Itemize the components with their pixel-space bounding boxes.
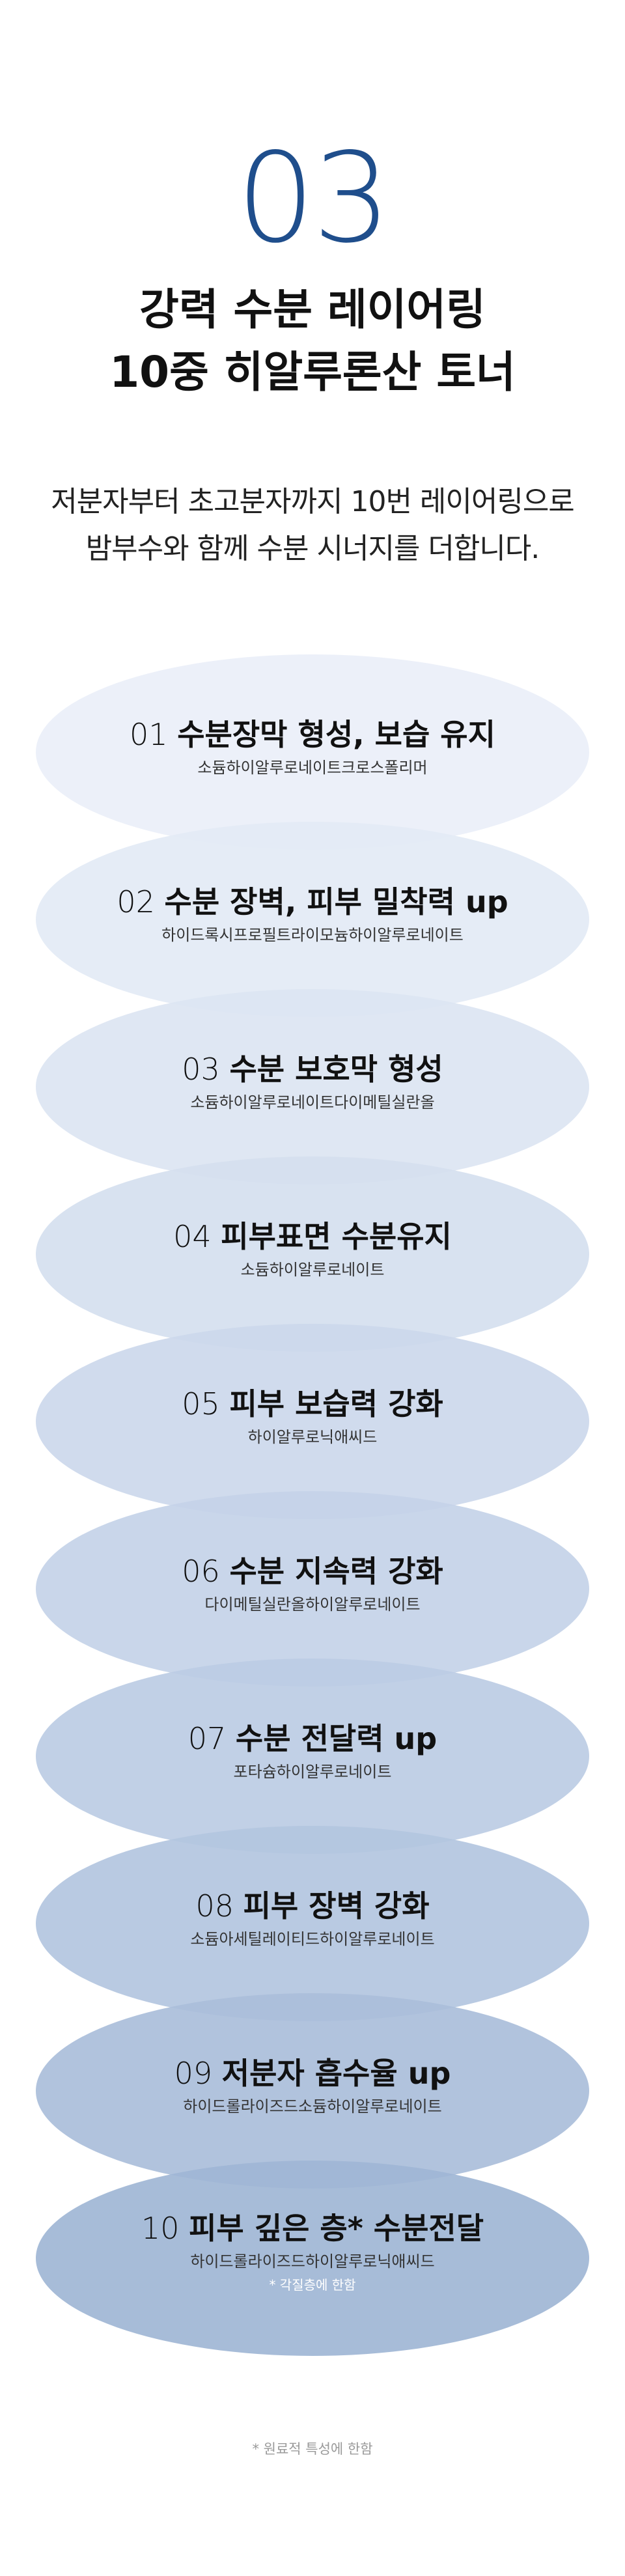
layer-number: 06 bbox=[182, 1554, 220, 1589]
layer-title: 05 피부 보습력 강화 bbox=[0, 1386, 625, 1422]
layer-title: 08 피부 장벽 강화 bbox=[0, 1888, 625, 1924]
headline: 강력 수분 레이어링 10중 히알루론산 토너 bbox=[0, 279, 625, 404]
layer-name: 저분자 흡수율 up bbox=[221, 2056, 451, 2091]
layer-ingredient: 포타슘하이알루로네이트 bbox=[233, 1763, 392, 1781]
layer-number: 04 bbox=[173, 1219, 212, 1254]
layer-number: 09 bbox=[174, 2056, 213, 2091]
layer-name: 수분 지속력 강화 bbox=[229, 1554, 443, 1589]
layer-ellipse-05 bbox=[36, 1324, 589, 1519]
section-number: 03 bbox=[236, 126, 391, 270]
layer-ingredient: 하이알루로닉애씨드 bbox=[247, 1428, 378, 1446]
description-line-1: 저분자부터 초고분자까지 10번 레이어링으로 bbox=[51, 485, 575, 518]
layer-name: 피부 장벽 강화 bbox=[243, 1888, 430, 1924]
layer-name: 수분 전달력 up bbox=[235, 1721, 438, 1756]
layer-number: 08 bbox=[195, 1888, 234, 1924]
layer-title: 09 저분자 흡수율 up bbox=[0, 2055, 625, 2092]
layer-title: 01 수분장막 형성, 보습 유지 bbox=[0, 716, 625, 753]
layer-ingredient: 다이메틸실란올하이알루로네이트 bbox=[204, 1595, 421, 1614]
layer-ingredient: 소듐하이알루로네이트다이메틸실란올 bbox=[190, 1093, 435, 1112]
layer-name: 수분 장벽, 피부 밀착력 up bbox=[164, 884, 508, 919]
layer-number: 02 bbox=[117, 884, 155, 919]
layer-title: 07 수분 전달력 up bbox=[0, 1720, 625, 1757]
layer-number: 05 bbox=[182, 1386, 220, 1421]
footnote: * 원료적 특성에 한함 bbox=[252, 2441, 373, 2457]
layer-ingredient: 하이드롤라이즈드소듐하이알루로네이트 bbox=[183, 2097, 442, 2116]
headline-line-1: 강력 수분 레이어링 bbox=[139, 285, 486, 335]
layer-ellipse-03 bbox=[36, 989, 589, 1184]
layer-text-02: 02 수분 장벽, 피부 밀착력 up 하이드록시프로필트라이모늄하이알루로네이트 bbox=[0, 884, 625, 945]
layer-name: 수분 보호막 형성 bbox=[229, 1052, 443, 1087]
layer-number: 10 bbox=[141, 2211, 180, 2246]
layer-ingredient: 하이드롤라이즈드하이알루로닉애씨드 bbox=[190, 2252, 435, 2271]
layer-title: 04 피부표면 수분유지 bbox=[0, 1218, 625, 1255]
layer-number: 03 bbox=[182, 1052, 220, 1087]
layer-title: 03 수분 보호막 형성 bbox=[0, 1051, 625, 1087]
layer-title: 06 수분 지속력 강화 bbox=[0, 1553, 625, 1589]
layer-title: 02 수분 장벽, 피부 밀착력 up bbox=[0, 884, 625, 920]
layer-ellipse-02 bbox=[36, 822, 589, 1017]
layer-ingredient: 하이드록시프로필트라이모늄하이알루로네이트 bbox=[161, 926, 464, 944]
layer-name: 피부 깊은 층* 수분전달 bbox=[189, 2211, 484, 2246]
layer-ellipse-04 bbox=[36, 1156, 589, 1352]
layer-ellipse-06 bbox=[36, 1491, 589, 1687]
layer-ellipse-07 bbox=[36, 1659, 589, 1854]
layer-title: 10 피부 깊은 층* 수분전달 bbox=[0, 2210, 625, 2247]
layer-ingredient: 소듐하이알루로네이트 bbox=[240, 1261, 385, 1279]
layer-ellipse-01 bbox=[36, 654, 589, 850]
layer-number: 01 bbox=[130, 717, 168, 752]
layer-number: 07 bbox=[188, 1721, 227, 1756]
layer-text-09: 09 저분자 흡수율 up 하이드롤라이즈드소듐하이알루로네이트 bbox=[0, 2055, 625, 2116]
description-line-2: 밤부수와 함께 수분 시너지를 더합니다. bbox=[85, 532, 540, 565]
layer-ellipse-09 bbox=[36, 1993, 589, 2189]
layer-ellipse-10 bbox=[36, 2161, 589, 2356]
layer-note: * 각질층에 한함 bbox=[269, 2277, 356, 2293]
layer-ellipse-08 bbox=[36, 1826, 589, 2021]
layer-name: 피부표면 수분유지 bbox=[221, 1219, 452, 1254]
layer-name: 피부 보습력 강화 bbox=[229, 1386, 443, 1421]
layer-ingredient: 소듐하이알루로네이트크로스폴리머 bbox=[197, 759, 428, 777]
description: 저분자부터 초고분자까지 10번 레이어링으로 밤부수와 함께 수분 시너지를 … bbox=[0, 479, 625, 572]
layer-name: 수분장막 형성, 보습 유지 bbox=[177, 717, 495, 752]
layer-text-07: 07 수분 전달력 up 포타슘하이알루로네이트 bbox=[0, 1720, 625, 1782]
layer-ingredient: 소듐아세틸레이티드하이알루로네이트 bbox=[190, 1930, 435, 1948]
headline-line-2: 10중 히알루론산 토너 bbox=[109, 347, 516, 397]
